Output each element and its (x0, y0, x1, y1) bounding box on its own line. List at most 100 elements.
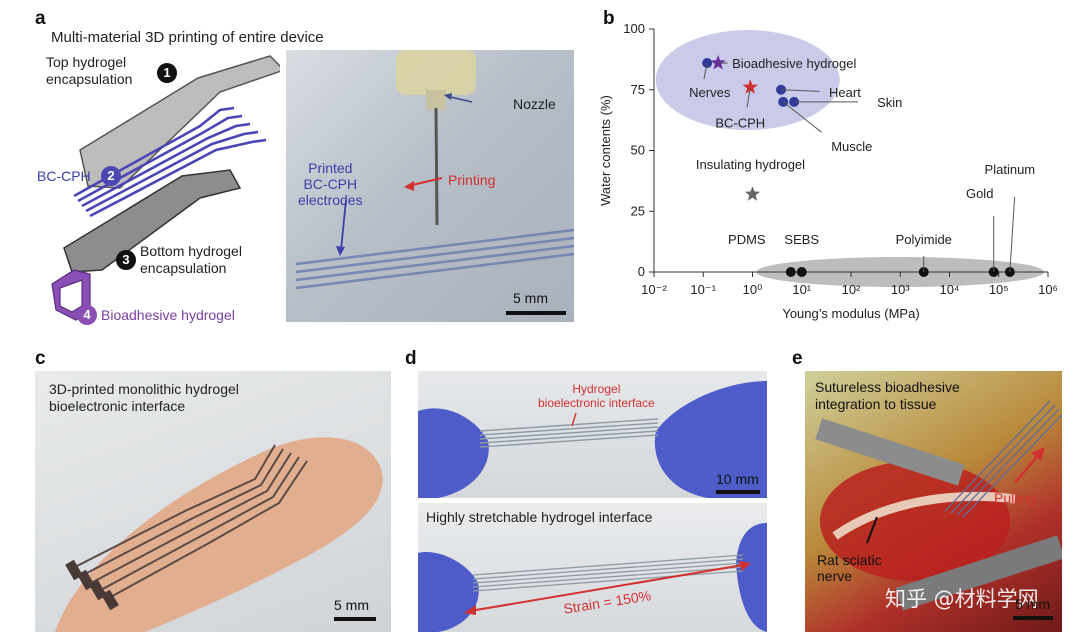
insulating-hydrogel-point (744, 186, 761, 201)
insulating-label: Insulating hydrogel (696, 157, 805, 172)
layer-3-label: Bottom hydrogel encapsulation (140, 243, 242, 276)
sebs-label: SEBS (784, 232, 819, 247)
y-tick-label: 100 (623, 21, 645, 36)
x-tick-label: 10³ (891, 282, 910, 297)
leader-line (782, 101, 822, 133)
leader-line (746, 87, 751, 108)
leader-line (703, 62, 708, 80)
layer-3-badge: 3 (116, 250, 136, 270)
panel-c-scale-text: 5 mm (334, 597, 369, 613)
x-tick-label: 10⁻¹ (690, 282, 716, 297)
pdms-label: PDMS (728, 232, 766, 247)
nerves-label: Nerves (689, 85, 731, 100)
bioadhesive-hydrogel-point (710, 55, 726, 70)
panel-a-title: Multi-material 3D printing of entire dev… (51, 29, 324, 46)
bc-cph-point (742, 79, 758, 94)
printing-photo (286, 50, 574, 322)
panel-e-scale-bar (1013, 616, 1053, 620)
nerve-arrow (866, 516, 878, 544)
x-tick-label: 10⁴ (939, 282, 959, 297)
nozzle-tip-base (426, 90, 446, 110)
hydrogel-interface-traces-e (944, 400, 1062, 518)
panel-c-caption: 3D-printed monolithic hydrogel bioelectr… (49, 381, 239, 414)
leader-line (781, 89, 820, 92)
y-tick-label: 0 (638, 264, 645, 279)
electrode-pads (65, 559, 119, 611)
stretch-photo-top: Hydrogel bioelectronic interface 10 mm (418, 371, 767, 498)
watermark-text: 知乎 @材料学网 (885, 587, 1039, 611)
panel-d-top-scale-text: 10 mm (716, 471, 759, 487)
right-glove (654, 381, 767, 498)
electrodes-label: Printed BC-CPH electrodes (298, 160, 363, 208)
exploded-device-schematic (51, 55, 280, 321)
layer-1-label: Top hydrogel encapsulation (46, 54, 133, 87)
panel-c-letter: c (35, 348, 46, 369)
panel-b-letter: b (603, 8, 615, 29)
panel-d-top-label: Hydrogel bioelectronic interface (538, 382, 655, 410)
forceps-upper (815, 418, 965, 486)
nozzle-needle (434, 107, 439, 226)
panel-d-top-scale-bar (716, 490, 760, 494)
electrodes-arrowhead (336, 246, 345, 256)
printed-traces (295, 228, 574, 290)
x-tick-label: 10¹ (792, 282, 811, 297)
tissue-photo: Sutureless bioadhesive integration to ti… (805, 371, 1062, 632)
interface-arrow (571, 412, 577, 427)
strain-arrow (469, 564, 744, 612)
strain-arrowhead-right (739, 561, 751, 571)
pulling-label: Pulling (994, 490, 1037, 506)
left-glove (418, 408, 489, 498)
platinum-label: Platinum (985, 162, 1036, 177)
bccph-label: BC-CPH (715, 115, 765, 130)
y-tick-label: 75 (631, 82, 645, 97)
right-glove-bottom (736, 523, 767, 632)
leader-line (1009, 196, 1016, 273)
forceps-lower (895, 535, 1062, 611)
pdms-point (785, 267, 796, 277)
nozzle-label: Nozzle (513, 96, 556, 112)
pulling-arrow (1014, 452, 1041, 484)
layer-4-badge: 4 (77, 305, 97, 325)
panel-d-bottom-caption: Highly stretchable hydrogel interface (426, 509, 653, 525)
hydrogel-interface-traces-bottom (472, 554, 744, 592)
hydrogel-device-on-finger (74, 444, 308, 600)
bc-cph-electrode-traces (73, 106, 267, 218)
finger-photo: 3D-printed monolithic hydrogel bioelectr… (35, 371, 391, 632)
printing-label: Printing (448, 172, 496, 188)
stretch-photo-bottom: Highly stretchable hydrogel interface St… (418, 503, 767, 632)
pulling-arrowhead (1031, 447, 1045, 461)
panel-a-letter: a (35, 8, 46, 29)
muscle-label: Muscle (831, 139, 872, 154)
nozzle-body (396, 50, 476, 95)
x-tick-label: 10² (842, 282, 861, 297)
layer-2-label: BC-CPH (37, 168, 91, 184)
hydrogel-interface-traces-top (479, 418, 659, 448)
panel-e-letter: e (792, 348, 803, 369)
panel-d-letter: d (405, 348, 417, 369)
layer-4-label: Bioadhesive hydrogel (101, 307, 235, 323)
nerve-label: Rat sciatic nerve (817, 552, 882, 584)
surgical-site (820, 461, 1010, 581)
x-tick-label: 10⁵ (989, 282, 1009, 297)
panel-c-scale-bar (334, 617, 376, 621)
heart-label: Heart (829, 85, 861, 100)
panel-e-scale-text: 5 mm (1015, 596, 1050, 612)
sciatic-nerve (832, 491, 1016, 540)
gold-label: Gold (966, 186, 993, 201)
x-tick-label: 10⁰ (743, 282, 763, 297)
y-tick-label: 25 (631, 203, 645, 218)
photo-a-scale-bar (506, 311, 566, 315)
sebs-point (796, 267, 807, 277)
left-glove-bottom (418, 552, 479, 632)
x-axis-title: Young’s modulus (MPa) (782, 306, 919, 321)
bioadhesive-label: Bioadhesive hydrogel (732, 56, 856, 71)
electrodes-arrow (340, 199, 347, 251)
photo-a-scale-text: 5 mm (513, 290, 548, 306)
skin-label: Skin (877, 95, 902, 110)
y-tick-label: 50 (631, 143, 645, 158)
x-tick-label: 10⁶ (1038, 282, 1058, 297)
printing-arrowhead (404, 181, 414, 191)
polyimide-label: Polyimide (896, 232, 952, 247)
strain-arrowhead-left (464, 605, 476, 615)
